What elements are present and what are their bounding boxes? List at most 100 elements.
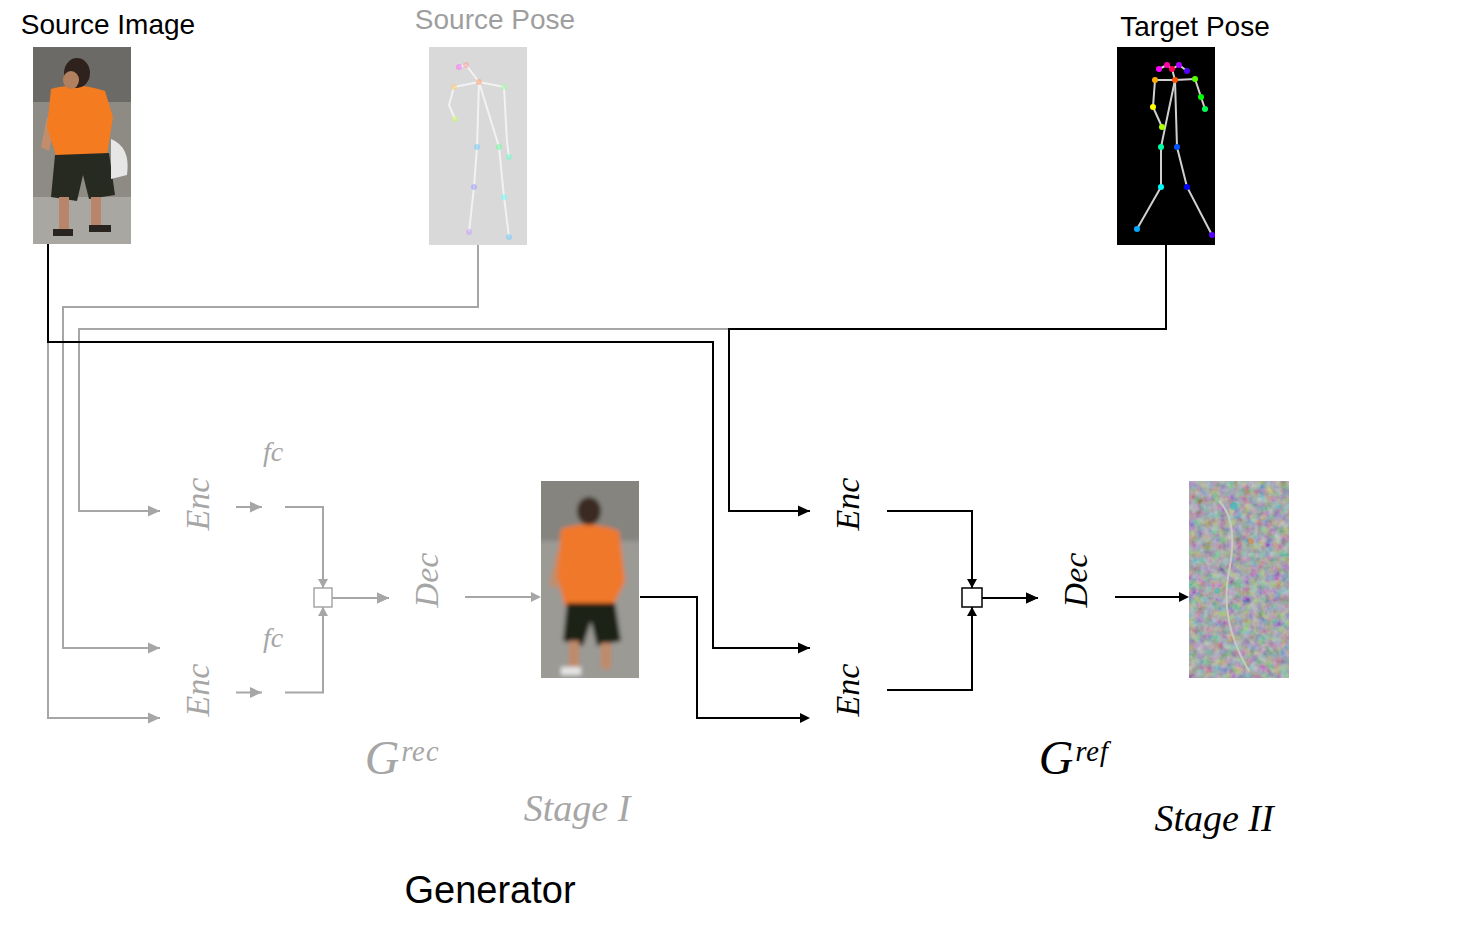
stage-label: Stage II xyxy=(1154,799,1273,837)
concat-symbol xyxy=(314,588,332,607)
decoder-shape xyxy=(1038,497,1115,662)
photo-hair xyxy=(64,58,90,88)
photo-texture xyxy=(1230,502,1238,510)
arrow-head xyxy=(967,579,977,588)
fc-layer-shape xyxy=(263,478,284,536)
arrow-head xyxy=(531,592,541,602)
fc-layer-outline xyxy=(262,663,285,722)
fc-label: fc xyxy=(263,438,283,466)
pose-joints xyxy=(451,62,512,240)
stage-box-shape xyxy=(92,363,667,844)
text-holder: Dec xyxy=(400,563,455,597)
photo-texture xyxy=(1248,538,1254,544)
photo-texture xyxy=(1219,501,1249,671)
connector xyxy=(887,511,1038,598)
output-wire xyxy=(465,596,532,598)
encoder: Enc xyxy=(810,420,887,587)
photo-noise xyxy=(1189,481,1289,678)
generator-label: Generator xyxy=(404,871,575,909)
photo-foot xyxy=(89,225,111,232)
connector xyxy=(79,245,1166,511)
panel-heading: Source Pose xyxy=(415,6,575,34)
text-holder: Enc xyxy=(172,487,225,521)
text-holder: Stage II xyxy=(1154,799,1273,837)
photo-leg xyxy=(569,641,579,669)
connector xyxy=(887,598,1038,690)
generator-box-shape xyxy=(32,269,1472,931)
encoder-shape xyxy=(810,420,887,587)
encoder-label: Enc xyxy=(831,664,865,717)
connector xyxy=(729,245,1166,511)
generator-module-shape xyxy=(120,392,495,794)
stage-label: Stage I xyxy=(524,789,631,827)
arrow-head xyxy=(800,713,810,723)
fc-label: fc xyxy=(263,624,283,652)
decoder-shape xyxy=(389,497,465,662)
photo-foot xyxy=(53,229,73,236)
refined-output-image xyxy=(1189,481,1289,678)
encoder: Enc xyxy=(810,607,887,773)
connector xyxy=(285,598,389,693)
pose-skeleton xyxy=(1137,65,1212,235)
text-holder: fc xyxy=(263,624,283,652)
photo-shorts xyxy=(51,153,115,201)
photo-road xyxy=(33,197,131,244)
arrow-head xyxy=(967,607,977,616)
generator-box: GeneratorStage IGʳᵉᶜEncfcEncfcDecStage I… xyxy=(30,267,1473,932)
generator-module: GʳᵉᶠEncEncDec xyxy=(768,391,1146,795)
connector xyxy=(48,244,160,718)
encoder: Enc xyxy=(160,420,236,587)
photo-shirt xyxy=(47,85,113,159)
fc-layer: fc xyxy=(262,663,285,722)
connector xyxy=(236,692,262,694)
decoder-label: Dec xyxy=(410,552,444,607)
photo-face xyxy=(63,71,79,89)
photo-ground xyxy=(1189,481,1289,678)
fc-layer-shape xyxy=(263,664,284,721)
concat-symbol xyxy=(962,588,982,607)
photo-leg xyxy=(59,197,69,231)
connector xyxy=(63,245,478,648)
text-holder: Enc xyxy=(822,487,875,521)
generator-module: GʳᵉᶜEncfcEncfcDec xyxy=(119,391,496,795)
text-holder: Source Image xyxy=(21,11,195,39)
fc-layer: fc xyxy=(262,477,285,537)
panel-heading: Source Image xyxy=(21,11,195,39)
source-photo xyxy=(33,47,131,244)
text-holder: Stage I xyxy=(524,789,631,827)
encoder-label: Enc xyxy=(181,477,215,530)
output-wire xyxy=(640,597,801,718)
photo-leg xyxy=(601,643,611,669)
encoder-shape xyxy=(160,420,236,587)
stage-box: Stage IIGʳᵉᶠEncEncDec xyxy=(741,362,1319,845)
photo-ground xyxy=(541,481,639,678)
module-label: Gʳᵉᶠ xyxy=(1039,734,1105,782)
stage-box-outline xyxy=(741,362,1319,845)
text-holder: Generator xyxy=(404,871,575,909)
photo-foot xyxy=(561,667,581,675)
photo-bag xyxy=(111,139,128,179)
encoder-shape xyxy=(810,607,887,773)
module-label: Gʳᵉᶜ xyxy=(365,734,436,782)
pose-panel: Source Pose xyxy=(429,47,527,245)
panel-heading: Target Pose xyxy=(1120,13,1269,41)
text-holder: Target Pose xyxy=(1120,13,1269,41)
text-holder: Enc xyxy=(822,673,875,707)
photo-ground xyxy=(33,47,131,244)
encoder-shape xyxy=(160,607,236,773)
encoder-label: Enc xyxy=(181,664,215,717)
photo-hair xyxy=(577,497,601,525)
text-holder: Dec xyxy=(1049,563,1104,597)
stage-box-shape xyxy=(742,363,1318,844)
connector xyxy=(236,506,262,508)
arrow-head xyxy=(318,607,328,616)
generator-module-shape xyxy=(769,392,1145,794)
encoder-label: Enc xyxy=(831,477,865,530)
output-wire xyxy=(1115,596,1180,598)
pose-joints xyxy=(1134,62,1215,238)
photo-leg xyxy=(91,197,101,227)
photo-shorts xyxy=(563,603,621,646)
